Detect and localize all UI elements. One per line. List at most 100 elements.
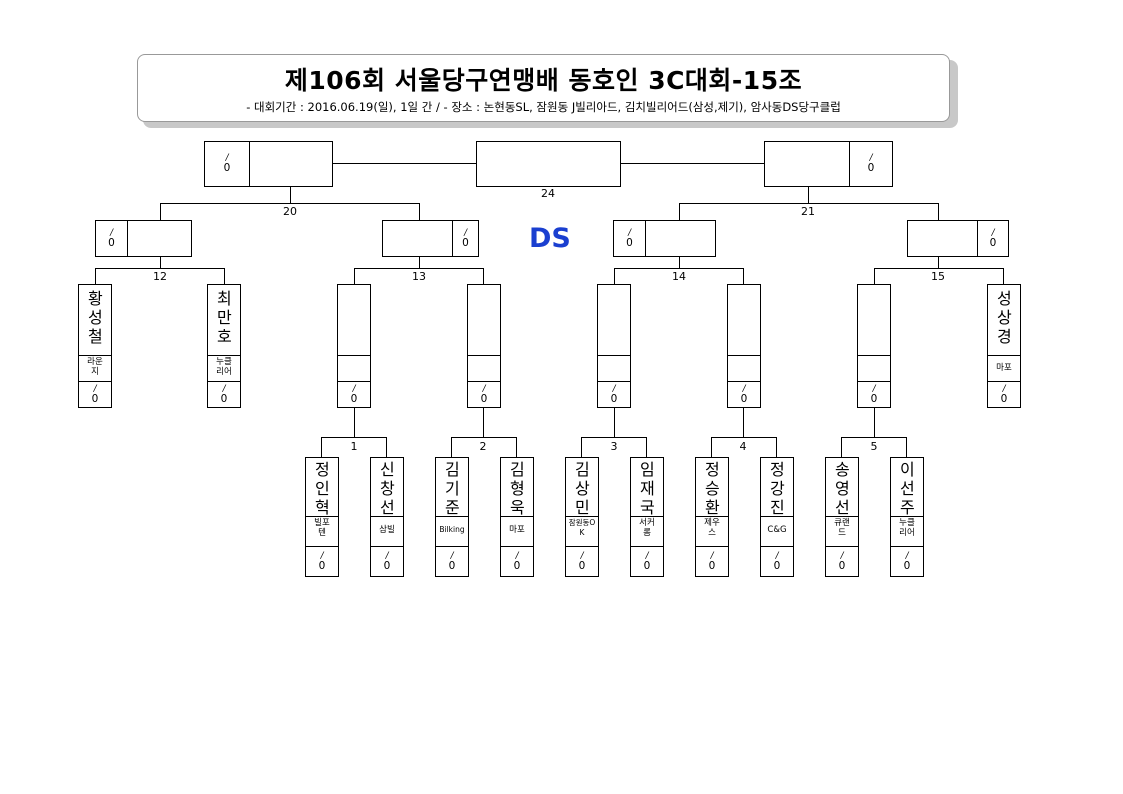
bracket-line (321, 437, 322, 457)
semifinal-slot-left: /0 (204, 141, 333, 187)
bracket-line (743, 407, 744, 437)
player-club: 서커롬 (639, 518, 655, 538)
bracket-line (906, 437, 907, 457)
bracket-line (516, 437, 517, 457)
bracket-line (483, 407, 484, 437)
bracket-line (160, 203, 161, 220)
player-name: 김상민 (575, 460, 590, 517)
bracket-line (776, 437, 777, 457)
player-name: 황성철 (88, 289, 103, 346)
bracket-line (808, 186, 809, 203)
bracket-line (483, 268, 484, 284)
bracket-line (160, 203, 420, 204)
player-slot-empty: /0 (337, 284, 371, 408)
player-club: 라운지 (87, 357, 103, 377)
player-card: 정인혁 빌포텐 /0 (305, 457, 339, 577)
match-number: 24 (541, 187, 555, 200)
player-club: 누클리어 (216, 357, 232, 377)
final-slot (476, 141, 621, 187)
match-number: 12 (153, 270, 167, 283)
bracket-line (614, 268, 744, 269)
player-card: 김상민 잠원동OK /0 (565, 457, 599, 577)
player-slot-empty: /0 (467, 284, 501, 408)
bracket-line (451, 437, 452, 457)
player-club: 삼빌 (379, 525, 395, 535)
bracket-line (581, 437, 647, 438)
title-box: 제106회 서울당구연맹배 동호인 3C대회-15조 - 대회기간 : 2016… (137, 54, 950, 122)
player-club: Bilking (439, 525, 465, 534)
bracket-line (321, 437, 387, 438)
quarterfinal-slot: /0 (907, 220, 1009, 257)
player-club: 누클리어 (899, 518, 915, 538)
bracket-line (160, 256, 161, 268)
quarterfinal-slot: /0 (613, 220, 716, 257)
player-card: 황성철 라운지 /0 (78, 284, 112, 408)
bracket-line (386, 437, 387, 457)
bracket-line (938, 203, 939, 220)
match-number: 3 (610, 440, 618, 453)
bracket-line (679, 256, 680, 268)
bracket-line (646, 437, 647, 457)
bracket-line (679, 203, 680, 220)
player-club: 마포 (996, 363, 1012, 373)
score-cell: /0 (867, 153, 875, 174)
match-number: 15 (931, 270, 945, 283)
player-name: 김기준 (445, 460, 460, 517)
bracket-line (874, 407, 875, 437)
match-number: 20 (283, 205, 297, 218)
bracket-line (679, 203, 939, 204)
player-card: 정강진 C&G /0 (760, 457, 794, 577)
quarterfinal-slot: /0 (382, 220, 479, 257)
player-club: 큐랜드 (834, 518, 850, 538)
player-card: 임재국 서커롬 /0 (630, 457, 664, 577)
match-number: 13 (412, 270, 426, 283)
player-name: 최만호 (217, 289, 232, 346)
player-card: 신창선 삼빌 /0 (370, 457, 404, 577)
player-card: 김기준 Bilking /0 (435, 457, 469, 577)
bracket-line (354, 407, 355, 437)
match-number: 2 (479, 440, 487, 453)
player-card: 송영선 큐랜드 /0 (825, 457, 859, 577)
match-number: 5 (870, 440, 878, 453)
bracket-line (841, 437, 842, 457)
player-card: 이선주 누클리어 /0 (890, 457, 924, 577)
bracket-line (581, 437, 582, 457)
bracket-line (841, 437, 907, 438)
player-card: 정승환 제우스 /0 (695, 457, 729, 577)
match-number: 1 (350, 440, 358, 453)
match-number: 21 (801, 205, 815, 218)
page-title: 제106회 서울당구연맹배 동호인 3C대회-15조 (284, 66, 803, 95)
player-name: 정인혁 (315, 460, 330, 517)
bracket-line (224, 268, 225, 284)
player-name: 정강진 (770, 460, 785, 517)
bracket-line (711, 437, 777, 438)
player-club: C&G (767, 525, 787, 535)
match-number: 14 (672, 270, 686, 283)
bracket-line (711, 437, 712, 457)
quarterfinal-slot: /0 (95, 220, 192, 257)
bracket-line (95, 268, 96, 284)
player-name: 이선주 (900, 460, 915, 517)
bracket-line (332, 163, 477, 164)
match-number: 4 (739, 440, 747, 453)
player-slot-empty: /0 (597, 284, 631, 408)
semifinal-slot-right: /0 (764, 141, 893, 187)
bracket-line (354, 268, 484, 269)
bracket-line (419, 256, 420, 268)
bracket-line (614, 407, 615, 437)
venue-label: DS (529, 223, 571, 254)
player-club: 제우스 (704, 518, 720, 538)
bracket-line (874, 268, 1004, 269)
player-name: 성상경 (997, 289, 1012, 346)
bracket-line (1003, 268, 1004, 284)
player-card: 김형욱 마포 /0 (500, 457, 534, 577)
score-cell: /0 (223, 153, 231, 174)
bracket-line (354, 268, 355, 284)
bracket-line (620, 163, 765, 164)
bracket-line (290, 186, 291, 203)
player-club: 마포 (509, 525, 525, 535)
player-club: 잠원동OK (568, 518, 596, 537)
player-name: 정승환 (705, 460, 720, 517)
player-slot-empty: /0 (727, 284, 761, 408)
bracket-line (451, 437, 517, 438)
